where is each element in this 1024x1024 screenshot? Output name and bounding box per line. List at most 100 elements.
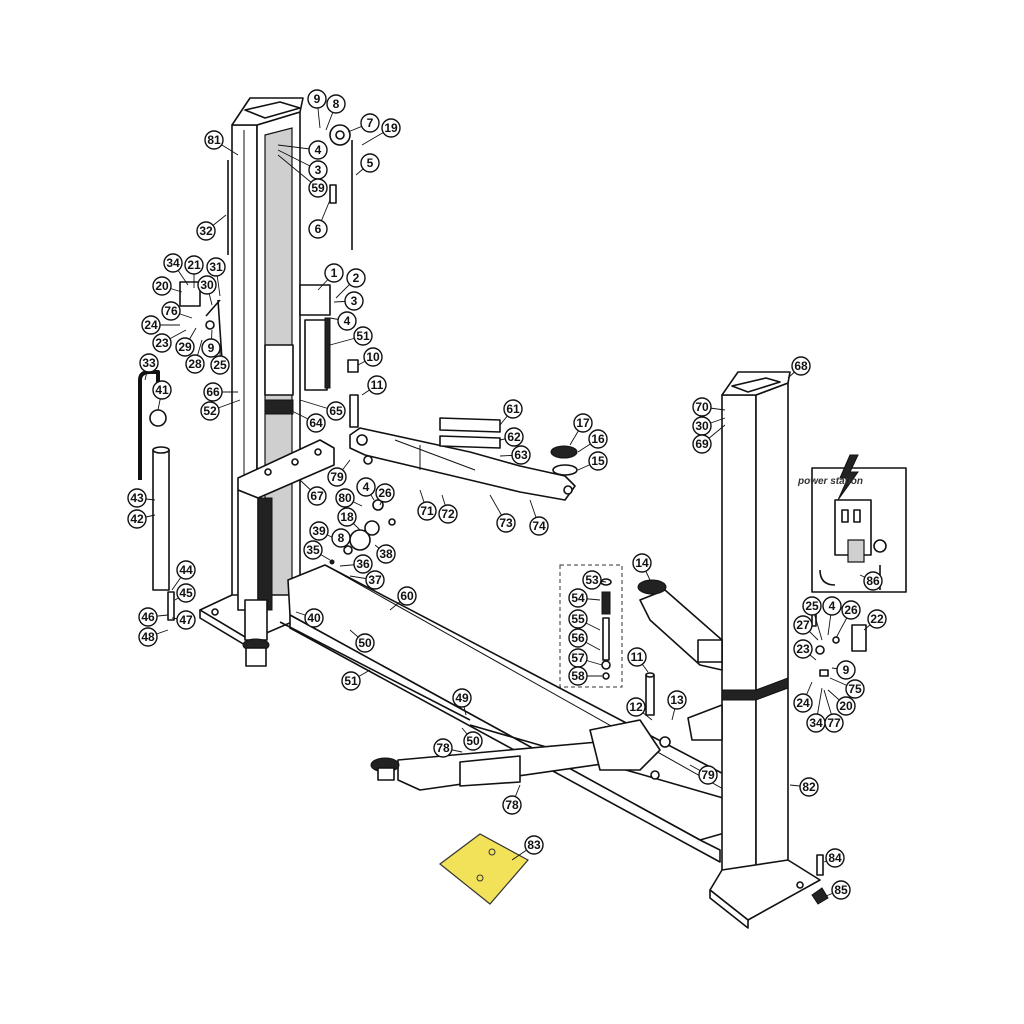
callout-4: 4 xyxy=(822,596,842,636)
callout-number: 80 xyxy=(338,491,352,505)
callout-circle xyxy=(308,178,328,198)
callout-number: 3 xyxy=(351,294,358,308)
callout-65: 65 xyxy=(299,399,346,421)
callout-64: 64 xyxy=(289,409,326,433)
anchor-bolts xyxy=(811,854,829,905)
callout-number: 4 xyxy=(344,314,351,328)
callout-circle xyxy=(176,610,196,630)
base-plate-highlight xyxy=(439,833,529,905)
callout-circle xyxy=(822,596,842,616)
callout-number: 24 xyxy=(796,696,810,710)
callout-number: 13 xyxy=(670,693,684,707)
callout-number: 25 xyxy=(805,599,819,613)
callout-circle xyxy=(326,401,346,421)
callout-73: 73 xyxy=(489,494,516,533)
callout-number: 82 xyxy=(802,780,816,794)
callout-76: 76 xyxy=(161,301,193,321)
callout-number: 23 xyxy=(155,336,169,350)
right-small-parts xyxy=(811,611,867,677)
callout-3: 3 xyxy=(277,149,328,180)
callout-67: 67 xyxy=(299,479,327,506)
callout-number: 27 xyxy=(796,618,810,632)
callout-circle xyxy=(127,509,147,529)
callout-57: 57 xyxy=(568,648,603,668)
callout-32: 32 xyxy=(196,214,227,241)
callout-circle xyxy=(127,488,147,508)
callout-circle xyxy=(335,488,355,508)
callout-number: 60 xyxy=(400,589,414,603)
callout-number: 19 xyxy=(384,121,398,135)
callout-number: 42 xyxy=(130,512,144,526)
callout-number: 23 xyxy=(796,642,810,656)
callout-number: 31 xyxy=(209,260,223,274)
callout-circle xyxy=(210,355,230,375)
lower-cable-a xyxy=(279,621,471,721)
callout-11: 11 xyxy=(361,375,387,396)
callout-28: 28 xyxy=(185,339,205,374)
callout-24: 24 xyxy=(141,315,180,335)
callout-number: 47 xyxy=(179,613,193,627)
callout-40: 40 xyxy=(295,608,324,628)
callout-circle xyxy=(331,528,351,548)
callout-61: 61 xyxy=(499,399,523,426)
callout-circle xyxy=(417,501,437,521)
callout-circle xyxy=(692,434,712,454)
callout-14: 14 xyxy=(632,553,652,581)
callout-number: 83 xyxy=(527,838,541,852)
callout-circle xyxy=(836,696,856,716)
callout-number: 4 xyxy=(315,143,322,157)
callout-circle xyxy=(204,130,224,150)
callout-circle xyxy=(356,477,376,497)
top-pulley xyxy=(329,124,353,250)
callout-20: 20 xyxy=(152,276,183,296)
left-arm-mount xyxy=(237,439,335,611)
callout-41: 41 xyxy=(152,380,172,411)
callout-6: 6 xyxy=(308,199,331,239)
callout-circle xyxy=(363,347,383,367)
callout-number: 8 xyxy=(338,531,345,545)
callout-circle xyxy=(568,666,588,686)
callout-circle xyxy=(344,291,364,311)
arm-pad-set xyxy=(439,417,578,476)
callout-59: 59 xyxy=(277,154,328,198)
callout-circle xyxy=(175,337,195,357)
callout-13: 13 xyxy=(667,690,687,721)
callout-number: 1 xyxy=(331,266,338,280)
callout-9: 9 xyxy=(201,329,221,358)
callout-number: 22 xyxy=(870,612,884,626)
callout-number: 9 xyxy=(208,341,215,355)
callout-46: 46 xyxy=(138,607,169,627)
callout-number: 10 xyxy=(366,350,380,364)
callout-30: 30 xyxy=(692,416,726,436)
callout-number: 4 xyxy=(829,599,836,613)
callout-number: 18 xyxy=(340,510,354,524)
callout-34: 34 xyxy=(163,253,189,286)
callout-60: 60 xyxy=(389,586,417,611)
callout-38: 38 xyxy=(374,544,396,564)
callout-number: 50 xyxy=(358,636,372,650)
callout-10: 10 xyxy=(357,347,383,367)
callout-circle xyxy=(307,486,327,506)
callout-19: 19 xyxy=(361,118,401,146)
callout-number: 59 xyxy=(311,181,325,195)
callout-24: 24 xyxy=(793,681,813,713)
callout-number: 50 xyxy=(466,734,480,748)
upper-arm xyxy=(349,427,576,501)
latch-assembly xyxy=(179,281,223,361)
callout-circle xyxy=(381,118,401,138)
callout-circle xyxy=(152,380,172,400)
callout-number: 7 xyxy=(367,116,374,130)
callout-circle xyxy=(502,795,522,815)
callout-9: 9 xyxy=(307,89,327,129)
callout-number: 11 xyxy=(371,378,384,392)
callout-circle xyxy=(793,639,813,659)
callout-circle xyxy=(799,777,819,797)
callout-number: 44 xyxy=(179,563,193,577)
callout-53: 53 xyxy=(582,570,607,590)
callout-23: 23 xyxy=(793,639,817,661)
callout-number: 72 xyxy=(441,507,455,521)
callout-20: 20 xyxy=(827,689,856,716)
callout-circle xyxy=(341,671,361,691)
